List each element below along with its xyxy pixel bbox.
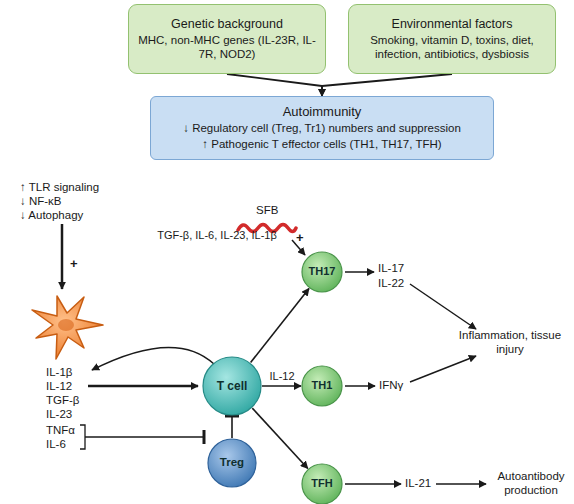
text-label: IL-23 — [46, 408, 72, 422]
circle-shape — [302, 366, 342, 406]
arrow-connector — [262, 385, 301, 387]
circle-shape — [203, 357, 261, 415]
node-body: MHC, non-MHC genes (IL-23R, IL-7R, NOD2) — [135, 34, 319, 62]
inhibition-connector — [231, 416, 233, 438]
node-heading: TFH — [311, 477, 332, 490]
text-label: IL-6 — [46, 438, 66, 452]
node-heading: Environmental factors — [392, 17, 513, 32]
cell-circle: TH17 — [301, 251, 343, 293]
dendritic-cell — [32, 296, 103, 359]
stimulus-arrow — [61, 224, 64, 289]
text-label: ↓ NF-κB — [20, 195, 62, 209]
node-body: ↓ Regulatory cell (Treg, Tr1) numbers an… — [183, 122, 461, 136]
node-heading: TH1 — [312, 379, 333, 392]
circle-shape — [302, 464, 342, 504]
cell-circle: TH1 — [301, 365, 343, 407]
output-arrow — [410, 356, 476, 382]
text-label: Inflammation, tissue injury — [458, 329, 562, 357]
node-heading: Genetic background — [171, 17, 283, 32]
cell-circle: TFH — [301, 463, 343, 504]
node-heading: Autoimmunity — [283, 104, 362, 120]
text-label: ↓ Autophagy — [20, 209, 83, 223]
output-arrow — [345, 483, 401, 485]
node-heading: TH17 — [309, 265, 336, 278]
text-label: IFNγ — [379, 379, 403, 393]
text-label: IL-22 — [378, 277, 404, 291]
node-heading: T cell — [217, 379, 248, 393]
inhibition-line — [85, 436, 204, 438]
output-arrow — [436, 483, 486, 485]
factor-box: Genetic backgroundMHC, non-MHC genes (IL… — [128, 4, 326, 74]
text-label: IL-21 — [405, 477, 431, 491]
text-label: + — [296, 230, 304, 246]
text-label: TNFα — [46, 424, 75, 438]
edge-label: IL-12 — [262, 370, 302, 384]
output-arrow — [345, 385, 375, 387]
node-body: Smoking, vitamin D, toxins, diet, infect… — [355, 34, 549, 62]
arrow-connector — [322, 74, 452, 96]
process-box: Autoimmunity ↓ Regulatory cell (Treg, Tr1… — [150, 96, 494, 160]
arrow-connector — [251, 289, 309, 363]
factor-box: Environmental factorsSmoking, vitamin D,… — [348, 4, 556, 74]
bracket — [80, 425, 85, 449]
text-label: IL-1β — [46, 366, 72, 380]
node-body: ↑ Pathogenic T effector cells (TH1, TH17… — [202, 138, 441, 152]
cell-circle: T cell — [202, 356, 262, 416]
text-label: Autoantibody production — [488, 470, 574, 498]
cell-nucleus — [58, 319, 74, 331]
text-label: IL-12 — [46, 380, 72, 394]
text-label: TGF-β — [46, 394, 79, 408]
cell-circle: Treg — [207, 438, 257, 488]
circle-shape — [208, 439, 256, 487]
arrow-connector — [252, 408, 307, 468]
feedback-arrow — [92, 347, 214, 370]
text-label: SFB — [256, 204, 278, 218]
text-label: + — [70, 256, 78, 272]
text-label: ↑ TLR signaling — [20, 181, 99, 195]
node-heading: Treg — [220, 456, 244, 470]
circle-shape — [302, 252, 342, 292]
output-arrow — [345, 271, 374, 273]
edge-label: TGF-β, IL-6, IL-23, IL-1β — [152, 229, 282, 243]
text-label: IL-17 — [378, 262, 404, 276]
cytokine-arrow — [88, 385, 198, 388]
arrow-connector — [227, 74, 322, 96]
output-arrow — [410, 284, 476, 329]
